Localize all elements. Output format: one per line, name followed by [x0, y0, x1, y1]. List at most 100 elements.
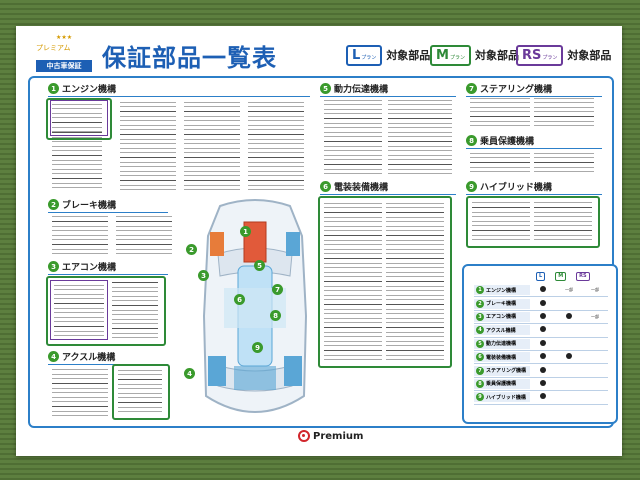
- cell-l: [530, 350, 556, 365]
- brake-parts-col-1: [52, 214, 108, 254]
- cell-l: [530, 337, 556, 351]
- partial-label: 一部: [591, 287, 599, 293]
- electrical-plan-m-box: [318, 196, 452, 368]
- cell-rs: 一部: [582, 284, 608, 298]
- covered-dot: [540, 366, 546, 373]
- section-drivetrain-underline: [320, 96, 456, 97]
- hybrid-parts-col-2: [534, 200, 592, 240]
- drivetrain-icon: 5: [320, 83, 331, 94]
- steering-parts-col-1: [470, 98, 530, 126]
- occupant-parts-col-2: [534, 150, 594, 172]
- covered-dot: [540, 326, 546, 333]
- cell-m: [556, 350, 582, 365]
- page-title: 保証部品一覧表: [102, 44, 277, 72]
- cell-rs: [582, 296, 608, 311]
- hybrid-parts-col-1: [472, 200, 530, 240]
- cell-m: [556, 363, 582, 378]
- axle-icon: 4: [48, 351, 59, 362]
- aircon-icon: 3: [48, 261, 59, 272]
- cell-m: [556, 390, 582, 405]
- main-frame: [28, 76, 614, 428]
- covered-dot: [566, 312, 572, 319]
- cell-m: [556, 377, 582, 392]
- cell-rs: [582, 337, 608, 351]
- car-diagram: [190, 196, 320, 424]
- cell-rs: 一部: [582, 310, 608, 325]
- plan-m-text: 対象部品: [474, 49, 519, 62]
- partial-label: 一部: [565, 287, 573, 293]
- car-marker-3: 3: [198, 270, 209, 281]
- steering-icon: 7: [466, 83, 477, 94]
- section-electrical-title: 6 電装装備機構: [320, 180, 388, 193]
- electrical-icon: 6: [320, 181, 331, 192]
- cell-rs: [582, 363, 608, 378]
- cell-rs: [582, 350, 608, 365]
- plan-rs-text: 対象部品: [567, 49, 612, 62]
- car-marker-6: 6: [234, 294, 245, 305]
- header-plan-m: M: [555, 272, 567, 281]
- brand-stars: ★★★: [56, 34, 73, 41]
- section-steering-underline: [466, 96, 602, 97]
- car-marker-4: 4: [184, 368, 195, 379]
- engine-parts-col-2: [120, 98, 176, 194]
- partial-label: 一部: [591, 313, 599, 319]
- hybrid-icon: 9: [466, 181, 477, 192]
- car-marker-7: 7: [272, 284, 283, 295]
- aircon-parts-col-1: [54, 282, 104, 336]
- covered-dot: [540, 379, 546, 386]
- section-aircon-title: 3 エアコン機構: [48, 260, 116, 273]
- header-plan-l: L: [536, 272, 546, 281]
- covered-dot: [566, 353, 572, 360]
- section-brake-underline: [48, 212, 168, 213]
- brake-icon: 2: [48, 199, 59, 210]
- section-engine-underline: [48, 96, 310, 97]
- cell-rs: [582, 390, 608, 405]
- steering-parts-col-2: [534, 98, 594, 126]
- cell-l: [530, 377, 556, 392]
- cell-rs: [582, 377, 608, 392]
- aircon-plan-m-box: [46, 276, 166, 346]
- car-marker-9: 9: [252, 342, 263, 353]
- engine-icon: 1: [48, 83, 59, 94]
- cell-m: [556, 337, 582, 351]
- section-electrical-underline: [320, 194, 456, 195]
- cell-l: [530, 296, 556, 311]
- covered-dot: [540, 393, 546, 400]
- covered-dot: [540, 353, 546, 360]
- header-plan-rs: RS: [576, 272, 590, 281]
- covered-dot: [540, 312, 546, 319]
- premium-logo-icon: [298, 430, 310, 442]
- section-brake-title: 2 ブレーキ機構: [48, 198, 116, 211]
- covered-dot: [540, 299, 546, 306]
- aircon-parts-col-2: [112, 280, 158, 338]
- car-marker-8: 8: [270, 310, 281, 321]
- section-hybrid-underline: [466, 194, 602, 195]
- cell-l: [530, 363, 556, 378]
- section-occupant-underline: [466, 148, 602, 149]
- axle-parts-col-2: [118, 366, 162, 412]
- cell-m: [556, 310, 582, 325]
- hybrid-plan-m-box: [466, 196, 600, 248]
- car-marker-2: 2: [186, 244, 197, 255]
- cell-l: [530, 284, 556, 298]
- section-steering-title: 7 ステアリング機構: [466, 82, 552, 95]
- plan-l-text: 対象部品: [386, 49, 431, 62]
- cell-l: [530, 310, 556, 325]
- section-engine-title: 1 エンジン機構: [48, 82, 116, 95]
